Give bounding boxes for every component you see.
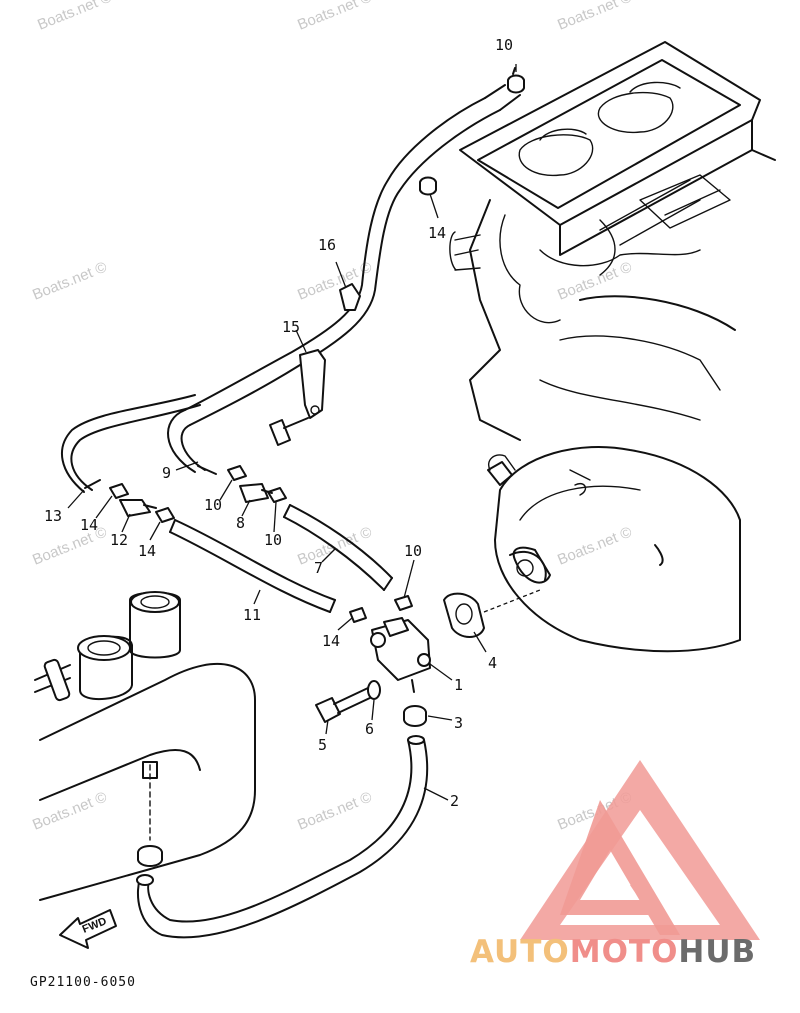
brand-wordmark: AUTOMOTOHUB [470, 934, 756, 970]
callout-9: 9 [162, 464, 171, 482]
callout-10: 10 [264, 531, 282, 549]
callout-4: 4 [488, 654, 497, 672]
engine-block-illustration [449, 41, 776, 471]
small-parts [109, 67, 541, 867]
watermark: Boats.net © [295, 0, 374, 34]
callout-10: 10 [495, 36, 513, 54]
callout-15: 15 [282, 318, 300, 336]
watermark: Boats.net © [555, 0, 634, 34]
callout-14: 14 [80, 516, 98, 534]
callout-12: 12 [110, 531, 128, 549]
callout-5: 5 [318, 736, 327, 754]
watermark: Boats.net © [555, 523, 634, 568]
automotohub-logo: AUTOMOTOHUB [470, 760, 760, 970]
callout-10: 10 [204, 496, 222, 514]
callout-11: 11 [243, 606, 261, 624]
callout-13: 13 [44, 507, 62, 525]
part-number-callouts: 10 14 16 15 9 13 14 12 14 10 8 10 7 11 1… [44, 36, 513, 810]
watermark: Boats.net © [35, 0, 114, 34]
watermark: Boats.net © [30, 788, 109, 833]
leader-lines [67, 64, 517, 801]
callout-2: 2 [450, 792, 459, 810]
callout-7: 7 [314, 559, 323, 577]
forward-arrow: FWD [59, 909, 117, 949]
callout-8: 8 [236, 514, 245, 532]
callout-10: 10 [404, 542, 422, 560]
brand-part-hub: HUB [678, 934, 756, 970]
brand-part-moto: MOTO [570, 934, 679, 970]
watermark: Boats.net © [30, 258, 109, 303]
brand-part-auto: AUTO [470, 934, 570, 970]
callout-14: 14 [138, 542, 156, 560]
magneto-cover-illustration [487, 446, 741, 653]
logo-g-shape [560, 800, 680, 935]
callout-6: 6 [365, 720, 374, 738]
callout-14: 14 [428, 224, 446, 242]
callout-1: 1 [454, 676, 463, 694]
diagram-code: GP21100-6050 [30, 975, 136, 990]
hose-routing [61, 84, 521, 939]
callout-16: 16 [318, 236, 336, 254]
watermark: Boats.net © [295, 788, 374, 833]
callout-3: 3 [454, 714, 463, 732]
callout-14: 14 [322, 632, 340, 650]
fuel-tank-illustration [34, 591, 256, 901]
